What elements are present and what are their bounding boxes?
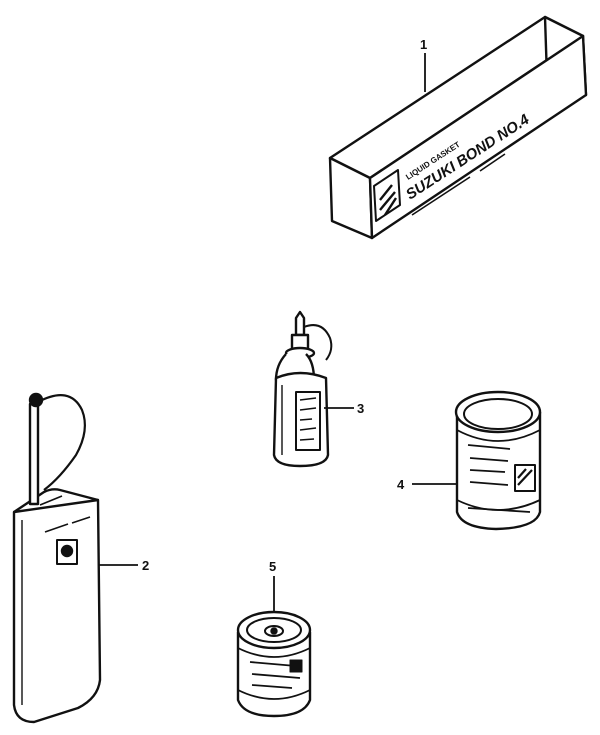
callout-number-3: 3 (357, 401, 364, 416)
callout-number-4: 4 (397, 477, 405, 492)
callout-number-5: 5 (269, 559, 276, 574)
callout-number-2: 2 (142, 558, 149, 573)
small-can (236, 610, 312, 718)
callout-number-1: 1 (420, 37, 427, 52)
box-fine-print (411, 153, 506, 216)
medium-can (454, 390, 542, 531)
sealant-box (328, 15, 588, 240)
oil-bottle (272, 310, 333, 468)
tall-can (12, 392, 102, 724)
